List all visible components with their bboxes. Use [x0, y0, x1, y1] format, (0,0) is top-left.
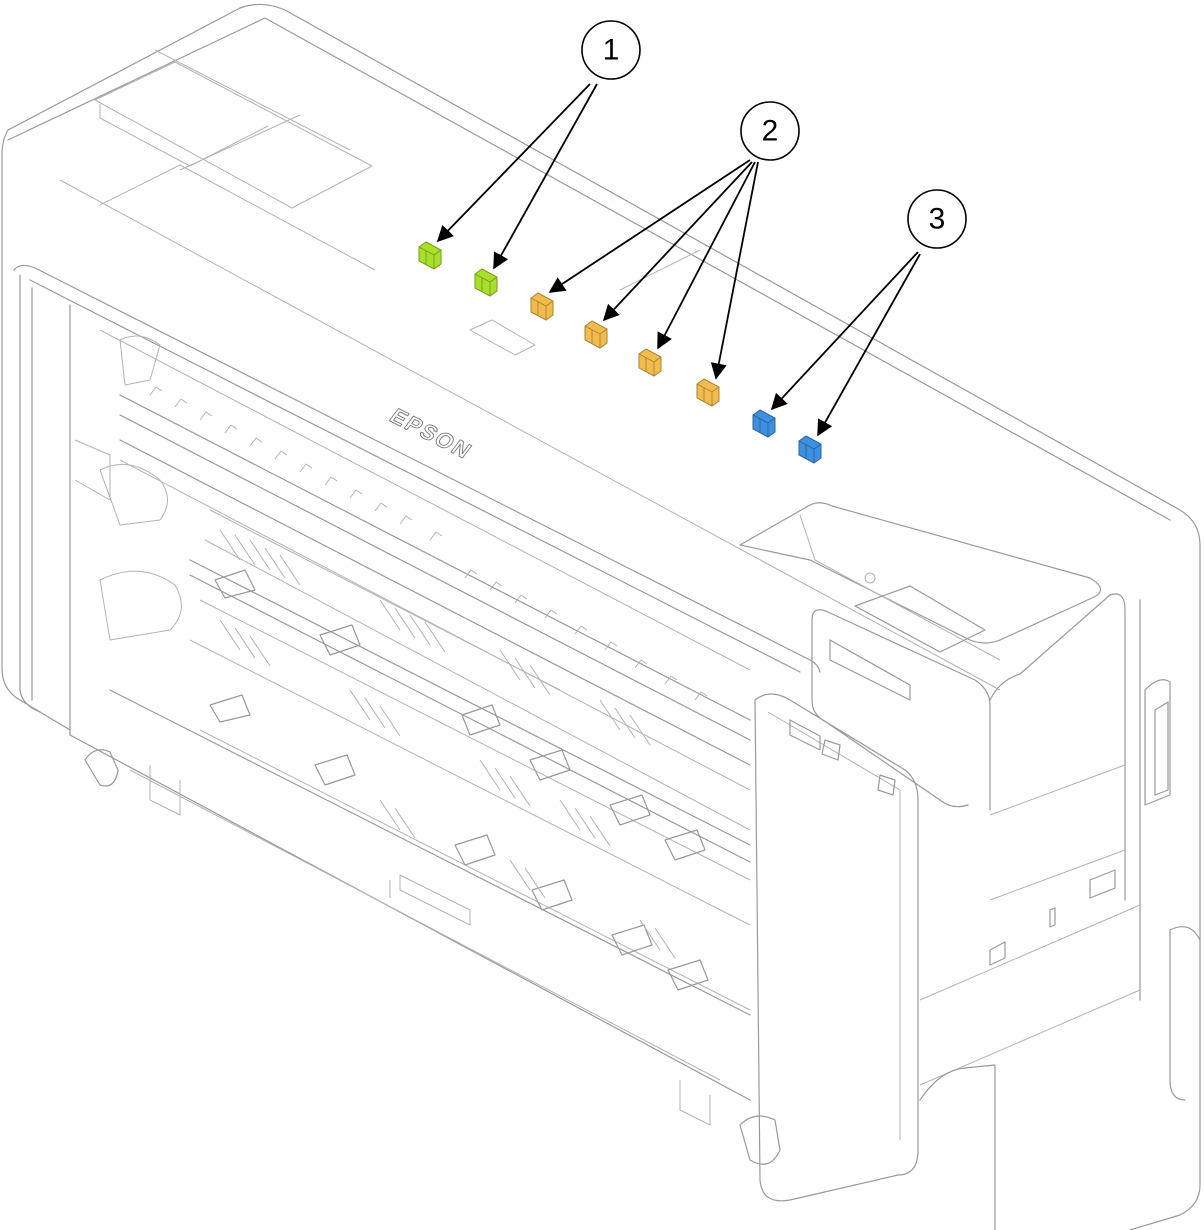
callout-label-3: 3 — [929, 203, 946, 236]
part-2-3 — [638, 348, 662, 377]
leader-arrow-1-1 — [436, 83, 591, 243]
part-1-1 — [418, 241, 442, 270]
part-2-4 — [696, 378, 720, 407]
leader-lines — [436, 83, 921, 437]
front-frame — [19, 274, 919, 1202]
highlighted-parts — [418, 241, 822, 464]
leader-arrow-2-4 — [710, 161, 759, 380]
leader-arrow-3-2 — [817, 253, 921, 437]
part-2-1 — [530, 292, 554, 321]
callout-2: 2 — [740, 101, 800, 161]
part-1-2 — [474, 268, 498, 297]
interior-mechanism — [99, 329, 751, 1016]
part-3-1 — [752, 409, 776, 438]
leader-arrow-2-1 — [548, 159, 751, 293]
leader-arrow-1-2 — [493, 83, 598, 270]
callout-label-1: 1 — [603, 34, 620, 67]
printer-body — [1, 3, 1201, 1230]
callout-3: 3 — [907, 189, 967, 249]
callout-1: 1 — [581, 20, 641, 80]
leader-arrow-2-3 — [657, 161, 756, 350]
part-3-2 — [798, 435, 822, 464]
part-2-2 — [584, 320, 608, 349]
callout-circle-1 — [581, 20, 641, 80]
leader-arrow-2-2 — [602, 161, 753, 322]
callout-circle-2 — [740, 101, 800, 161]
leader-arrow-3-1 — [770, 251, 919, 411]
callout-label-2: 2 — [762, 115, 779, 148]
callout-circle-3 — [907, 189, 967, 249]
brand-label: EPSON — [385, 404, 478, 464]
